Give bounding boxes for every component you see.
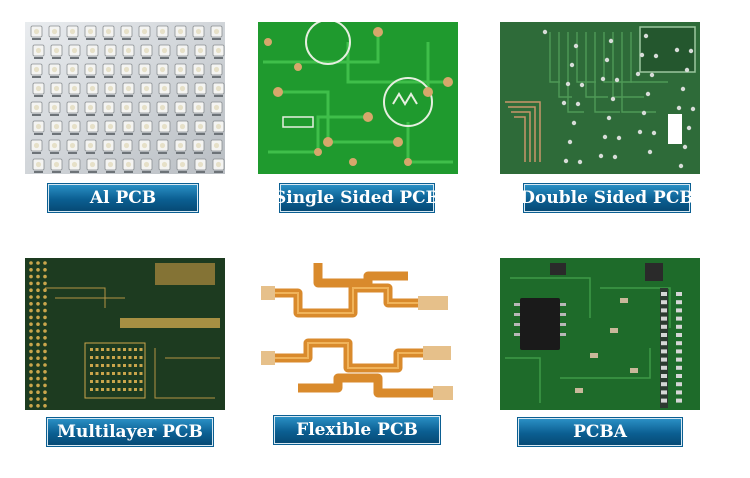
product-tile-pcba[interactable]: PCBA — [500, 258, 700, 478]
al-pcb-photo — [25, 22, 225, 174]
single-sided-pcb-label-button[interactable]: Single Sided PCB — [274, 184, 440, 212]
flexible-pcb-image[interactable] — [258, 258, 458, 410]
product-tile-flexible-pcb[interactable]: Flexible PCB — [258, 258, 458, 478]
product-tile-double-sided-pcb[interactable]: Double Sided PCB — [500, 22, 700, 242]
product-tile-al-pcb[interactable]: Al PCB — [25, 22, 225, 242]
al-pcb-image[interactable] — [25, 22, 225, 174]
product-tile-multilayer-pcb[interactable]: Multilayer PCB — [25, 258, 225, 478]
pcba-image[interactable] — [500, 258, 700, 410]
pcba-label-button[interactable]: PCBA — [518, 418, 682, 446]
double-sided-pcb-photo — [500, 22, 700, 174]
flexible-pcb-label-button[interactable]: Flexible PCB — [274, 416, 440, 444]
flexible-pcb-photo — [258, 258, 458, 410]
single-sided-pcb-image[interactable] — [258, 22, 458, 174]
single-sided-pcb-photo — [258, 22, 458, 174]
product-tile-single-sided-pcb[interactable]: Single Sided PCB — [258, 22, 458, 242]
multilayer-pcb-photo — [25, 258, 225, 410]
double-sided-pcb-label-button[interactable]: Double Sided PCB — [520, 184, 694, 212]
pcba-photo — [500, 258, 700, 410]
al-pcb-label-button[interactable]: Al PCB — [48, 184, 198, 212]
double-sided-pcb-image[interactable] — [500, 22, 700, 174]
multilayer-pcb-label-button[interactable]: Multilayer PCB — [47, 418, 213, 446]
multilayer-pcb-image[interactable] — [25, 258, 225, 410]
